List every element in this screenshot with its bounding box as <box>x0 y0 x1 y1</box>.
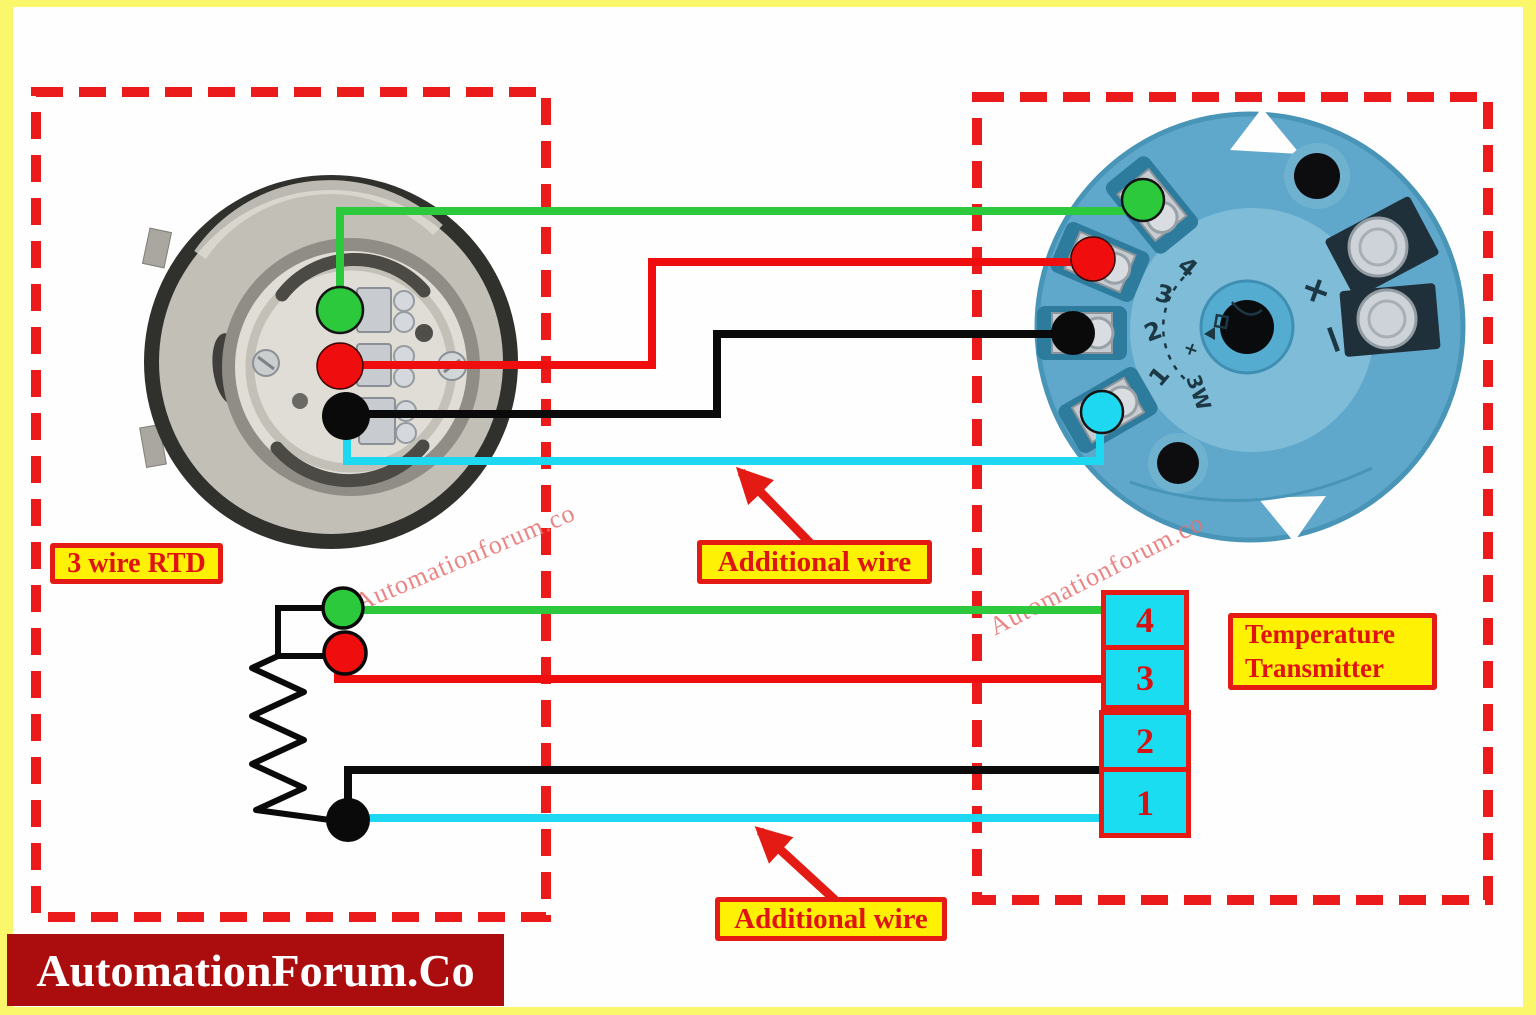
rtd-label-text: 3 wire RTD <box>67 547 206 579</box>
terminal-2: 2 <box>1099 710 1191 772</box>
transmitter-black-dot <box>1051 311 1095 355</box>
transmitter-red-dot <box>1070 236 1116 282</box>
additional-wire-top-text: Additional wire <box>717 545 912 578</box>
rtd-label: 3 wire RTD <box>50 543 223 584</box>
schematic-black-dot <box>326 798 370 842</box>
terminal-1: 1 <box>1099 767 1191 838</box>
rtd-terminal-black-dot <box>322 392 370 440</box>
svg-text:+: + <box>1180 337 1201 362</box>
brand-banner-text: AutomationForum.Co <box>36 944 475 996</box>
arrow-additional-wire-top <box>735 466 816 549</box>
transmitter-output-terminals <box>1325 196 1441 357</box>
transmitter-label-line1: Temperature <box>1245 618 1395 649</box>
terminal-1-label: 1 <box>1136 782 1154 823</box>
schematic-green-dot <box>321 586 365 630</box>
wire-black-bottom <box>344 766 1102 820</box>
rtd-mounting-tabs <box>139 227 173 469</box>
wire-cyan-top <box>343 412 1104 465</box>
terminal-3-label: 3 <box>1136 657 1154 698</box>
terminal-3: 3 <box>1101 645 1189 710</box>
rtd-schematic-connector <box>275 605 343 659</box>
terminal-4: 4 <box>1101 590 1189 650</box>
wire-red-bottom <box>334 660 1104 683</box>
transmitter-cyan-dot <box>1079 389 1125 435</box>
schematic-red-dot <box>322 630 368 676</box>
rtd-region-outline <box>31 87 551 922</box>
terminal-2-label: 2 <box>1136 721 1154 761</box>
wire-black-top <box>345 330 1073 418</box>
additional-wire-label-bottom: Additional wire <box>715 897 947 941</box>
rtd-resistor-symbol <box>249 653 331 823</box>
brand-banner: AutomationForum.Co <box>7 934 504 1006</box>
additional-wire-label-top: Additional wire <box>697 540 932 584</box>
transmitter-region-outline <box>972 92 1493 905</box>
mounting-hole-bottom <box>1157 442 1199 484</box>
mounting-hole-top <box>1294 153 1340 199</box>
wire-red-top <box>340 258 1093 369</box>
svg-text:3: 3 <box>1152 279 1175 310</box>
wire-green-top <box>336 207 1143 312</box>
center-hole <box>1220 300 1274 354</box>
rtd-terminal-green-dot <box>315 285 365 335</box>
rtd-terminal-red-dot <box>316 342 364 390</box>
temperature-transmitter-label: Temperature Transmitter <box>1228 613 1437 690</box>
terminal-4-label: 4 <box>1136 600 1154 640</box>
additional-wire-bottom-text: Additional wire <box>734 902 928 935</box>
transmitter-label-line2: Transmitter <box>1245 652 1384 683</box>
transmitter-green-dot <box>1120 177 1166 223</box>
arrow-additional-wire-bottom <box>754 826 839 904</box>
